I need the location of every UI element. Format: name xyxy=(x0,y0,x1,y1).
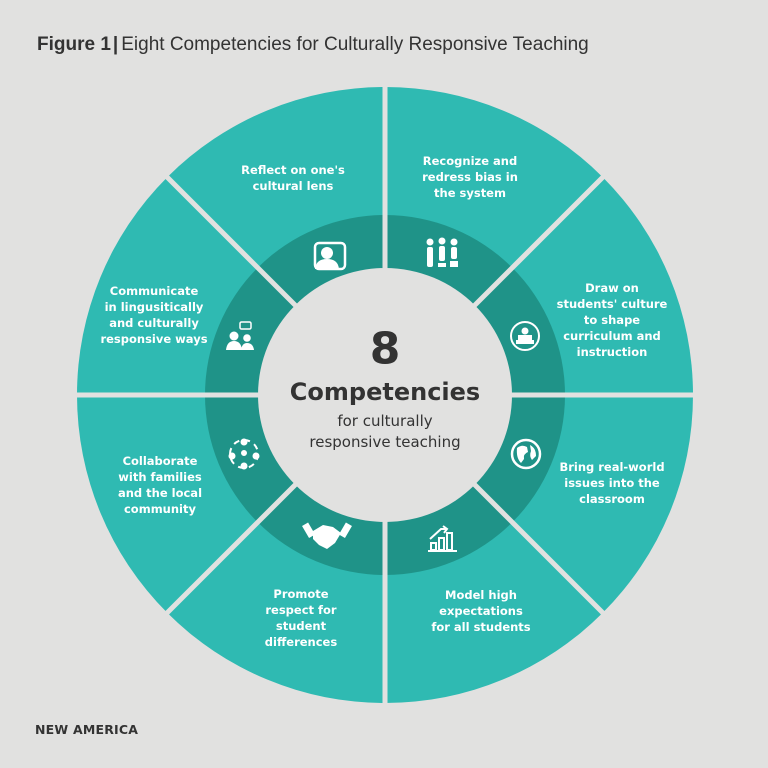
globe-icon xyxy=(510,438,542,470)
handshake-icon xyxy=(302,522,352,549)
competency-label: Draw on students' culture to shape curri… xyxy=(556,281,668,359)
competency-label: Collaborate with families and the local … xyxy=(117,454,203,516)
center-subtitle: for culturally responsive teaching xyxy=(309,412,461,451)
center-number: 8 xyxy=(369,323,401,375)
center-title: Competencies xyxy=(289,378,481,406)
brand-footer: NEW AMERICA xyxy=(35,722,139,737)
figure-title-text: Eight Competencies for Culturally Respon… xyxy=(121,34,589,55)
competency-label: Reflect on one's cultural lens xyxy=(241,163,345,193)
competency-label: Bring real-world issues into the classro… xyxy=(559,460,665,506)
teacher-desk-icon xyxy=(510,321,540,351)
competency-label: Promote respect for student differences xyxy=(264,587,338,649)
center-circle xyxy=(258,268,512,522)
community-network-icon xyxy=(228,438,260,470)
competency-label: Recognize and redress bias in the system xyxy=(422,154,518,200)
growth-chart-icon xyxy=(428,525,457,552)
title-separator: | xyxy=(112,34,119,55)
competency-label: Model high expectations for all students xyxy=(431,588,531,634)
competency-label: Communicate in lingusitically and cultur… xyxy=(100,284,208,346)
figure-label: Figure 1 xyxy=(37,34,111,55)
people-talking-icon xyxy=(226,321,254,350)
person-portrait-icon xyxy=(313,241,347,271)
figure-title: Figure 1|Eight Competencies for Cultural… xyxy=(37,34,589,56)
people-standing-icon xyxy=(426,237,458,267)
